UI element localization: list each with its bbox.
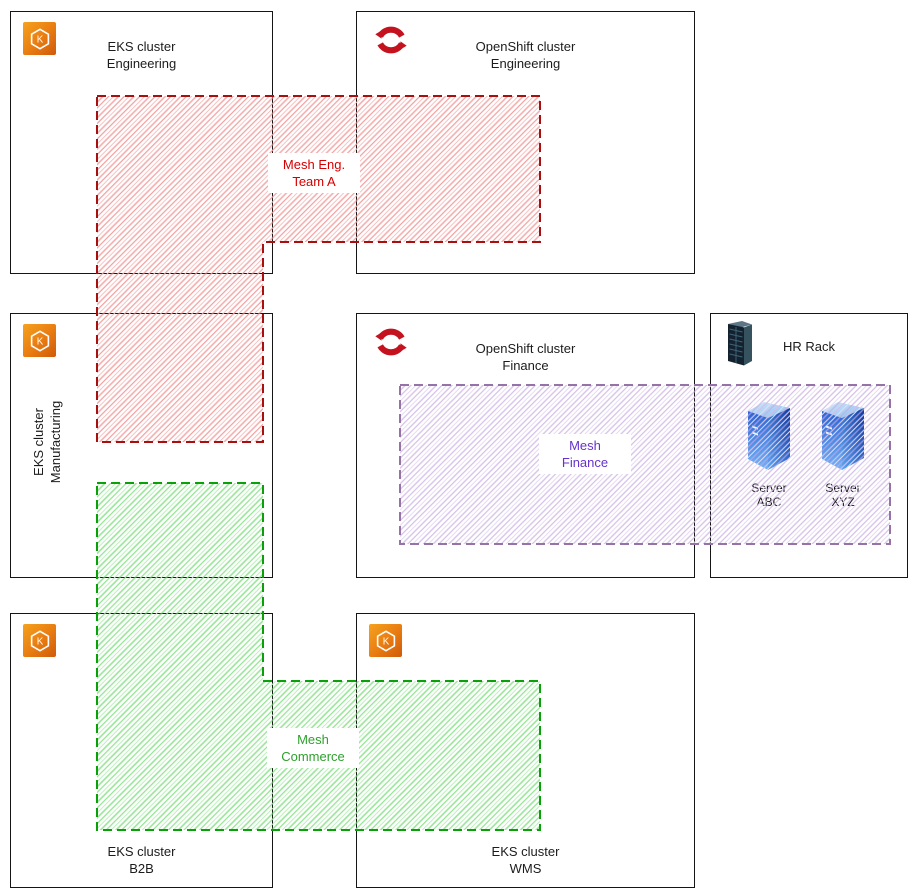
svg-text:K: K bbox=[382, 636, 389, 647]
cluster-box-eks-manufacturing[interactable]: K EKS cluster Manufacturing bbox=[10, 313, 273, 578]
cluster-box-openshift-engineering[interactable]: OpenShift cluster Engineering bbox=[356, 11, 695, 274]
cluster-box-eks-wms[interactable]: K EKS cluster WMS bbox=[356, 613, 695, 888]
cluster-title: EKS cluster Engineering bbox=[11, 38, 272, 72]
server-abc[interactable]: Server ABC bbox=[740, 398, 798, 509]
cluster-title-line1: EKS cluster bbox=[107, 39, 176, 54]
cluster-title-line2: Finance bbox=[502, 358, 549, 373]
eks-icon: K bbox=[23, 22, 56, 55]
cluster-title-line2: Engineering bbox=[106, 56, 177, 71]
server-xyz[interactable]: Server XYZ bbox=[814, 398, 872, 509]
rack-box-hr[interactable]: HR Rack bbox=[710, 313, 908, 578]
rack-title-text: HR Rack bbox=[782, 339, 835, 354]
cluster-box-eks-engineering[interactable]: K EKS cluster Engineering bbox=[10, 11, 273, 274]
mesh-label-line2: Team A bbox=[292, 174, 336, 189]
server-xyz-label: Server XYZ bbox=[825, 481, 861, 509]
cluster-title-line1: OpenShift cluster bbox=[475, 341, 576, 356]
cluster-box-openshift-finance[interactable]: OpenShift cluster Finance bbox=[356, 313, 695, 578]
eks-icon: K bbox=[23, 324, 56, 357]
server-abc-label: Server ABC bbox=[751, 481, 787, 509]
mesh-eng-team-a-label: Mesh Eng. Team A bbox=[268, 153, 360, 193]
cluster-box-eks-b2b[interactable]: K EKS cluster B2B bbox=[10, 613, 273, 888]
cluster-title: OpenShift cluster Finance bbox=[357, 340, 694, 374]
rack-icon bbox=[725, 319, 755, 372]
mesh-commerce-label: Mesh Commerce bbox=[267, 728, 359, 768]
cluster-title-line1: EKS cluster bbox=[491, 844, 560, 859]
cluster-title-line2: WMS bbox=[509, 861, 542, 876]
cluster-title-line1: EKS cluster bbox=[31, 408, 46, 476]
svg-text:K: K bbox=[36, 336, 43, 347]
cluster-title-line1: OpenShift cluster bbox=[475, 39, 576, 54]
mesh-label-line2: Finance bbox=[561, 455, 609, 470]
mesh-label-line1: Mesh bbox=[297, 732, 329, 747]
cluster-title-line2: Engineering bbox=[490, 56, 561, 71]
mesh-label-line1: Mesh Eng. bbox=[282, 157, 346, 172]
mesh-finance-label: Mesh Finance bbox=[539, 434, 631, 474]
eks-icon: K bbox=[369, 624, 402, 657]
server-icon bbox=[822, 402, 864, 470]
cluster-title-line1: EKS cluster bbox=[107, 844, 176, 859]
cluster-title: EKS cluster B2B bbox=[11, 843, 272, 877]
server-icon bbox=[748, 402, 790, 470]
svg-text:K: K bbox=[36, 636, 43, 647]
mesh-label-line1: Mesh bbox=[569, 438, 601, 453]
openshift-icon bbox=[371, 21, 411, 64]
cluster-title: OpenShift cluster Engineering bbox=[357, 38, 694, 72]
eks-icon: K bbox=[23, 624, 56, 657]
cluster-title: EKS cluster Manufacturing bbox=[30, 401, 64, 483]
svg-text:K: K bbox=[36, 34, 43, 45]
rack-title: HR Rack bbox=[711, 338, 907, 355]
cluster-title: EKS cluster WMS bbox=[357, 843, 694, 877]
cluster-title-line2: B2B bbox=[129, 861, 154, 876]
cluster-title-line2: Manufacturing bbox=[48, 400, 63, 484]
mesh-label-line2: Commerce bbox=[281, 749, 345, 764]
